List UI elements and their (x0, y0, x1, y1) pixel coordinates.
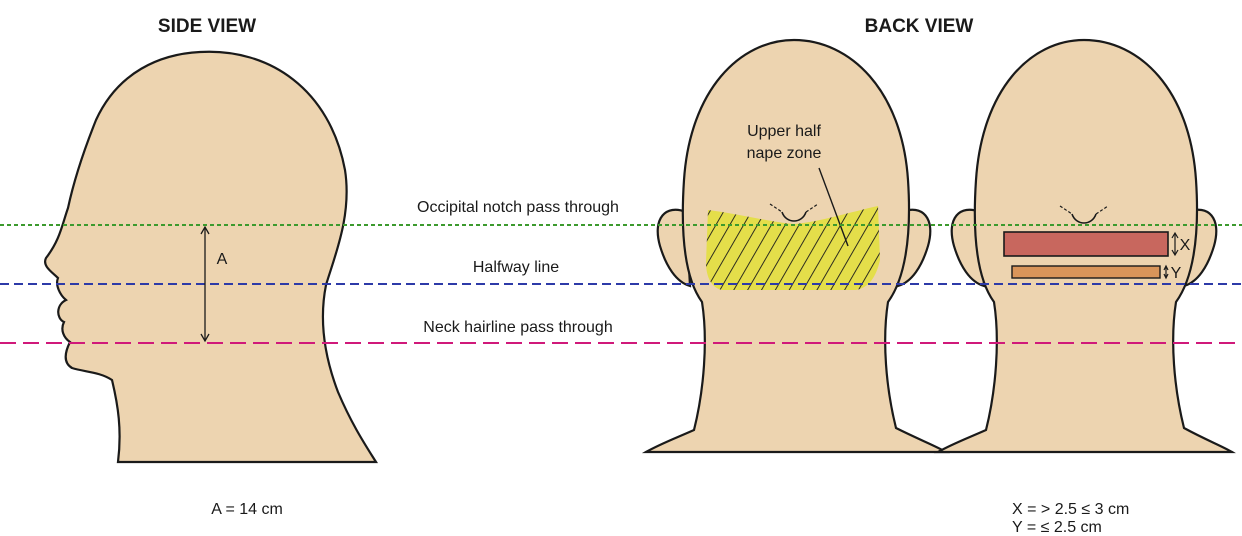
x-marker: X (1180, 237, 1191, 254)
a-marker: A (217, 251, 228, 268)
zone-label-line2: nape zone (747, 145, 822, 162)
y-marker: Y (1171, 265, 1182, 282)
back-view-title: BACK VIEW (865, 16, 974, 37)
back-head-1 (646, 40, 946, 452)
strip-y (1012, 266, 1160, 278)
zone-label-line1: Upper half (747, 123, 821, 140)
y-caption: Y = ≤ 2.5 cm (1012, 519, 1102, 536)
occipital-line-label: Occipital notch pass through (417, 199, 619, 216)
side-head (45, 52, 376, 462)
side-view-title: SIDE VIEW (158, 16, 256, 37)
halfway-line-label: Halfway line (473, 259, 559, 276)
neck-hairline-label: Neck hairline pass through (423, 319, 612, 336)
strip-x (1004, 232, 1168, 256)
x-caption: X = > 2.5 ≤ 3 cm (1012, 501, 1129, 518)
side-caption: A = 14 cm (211, 501, 283, 518)
